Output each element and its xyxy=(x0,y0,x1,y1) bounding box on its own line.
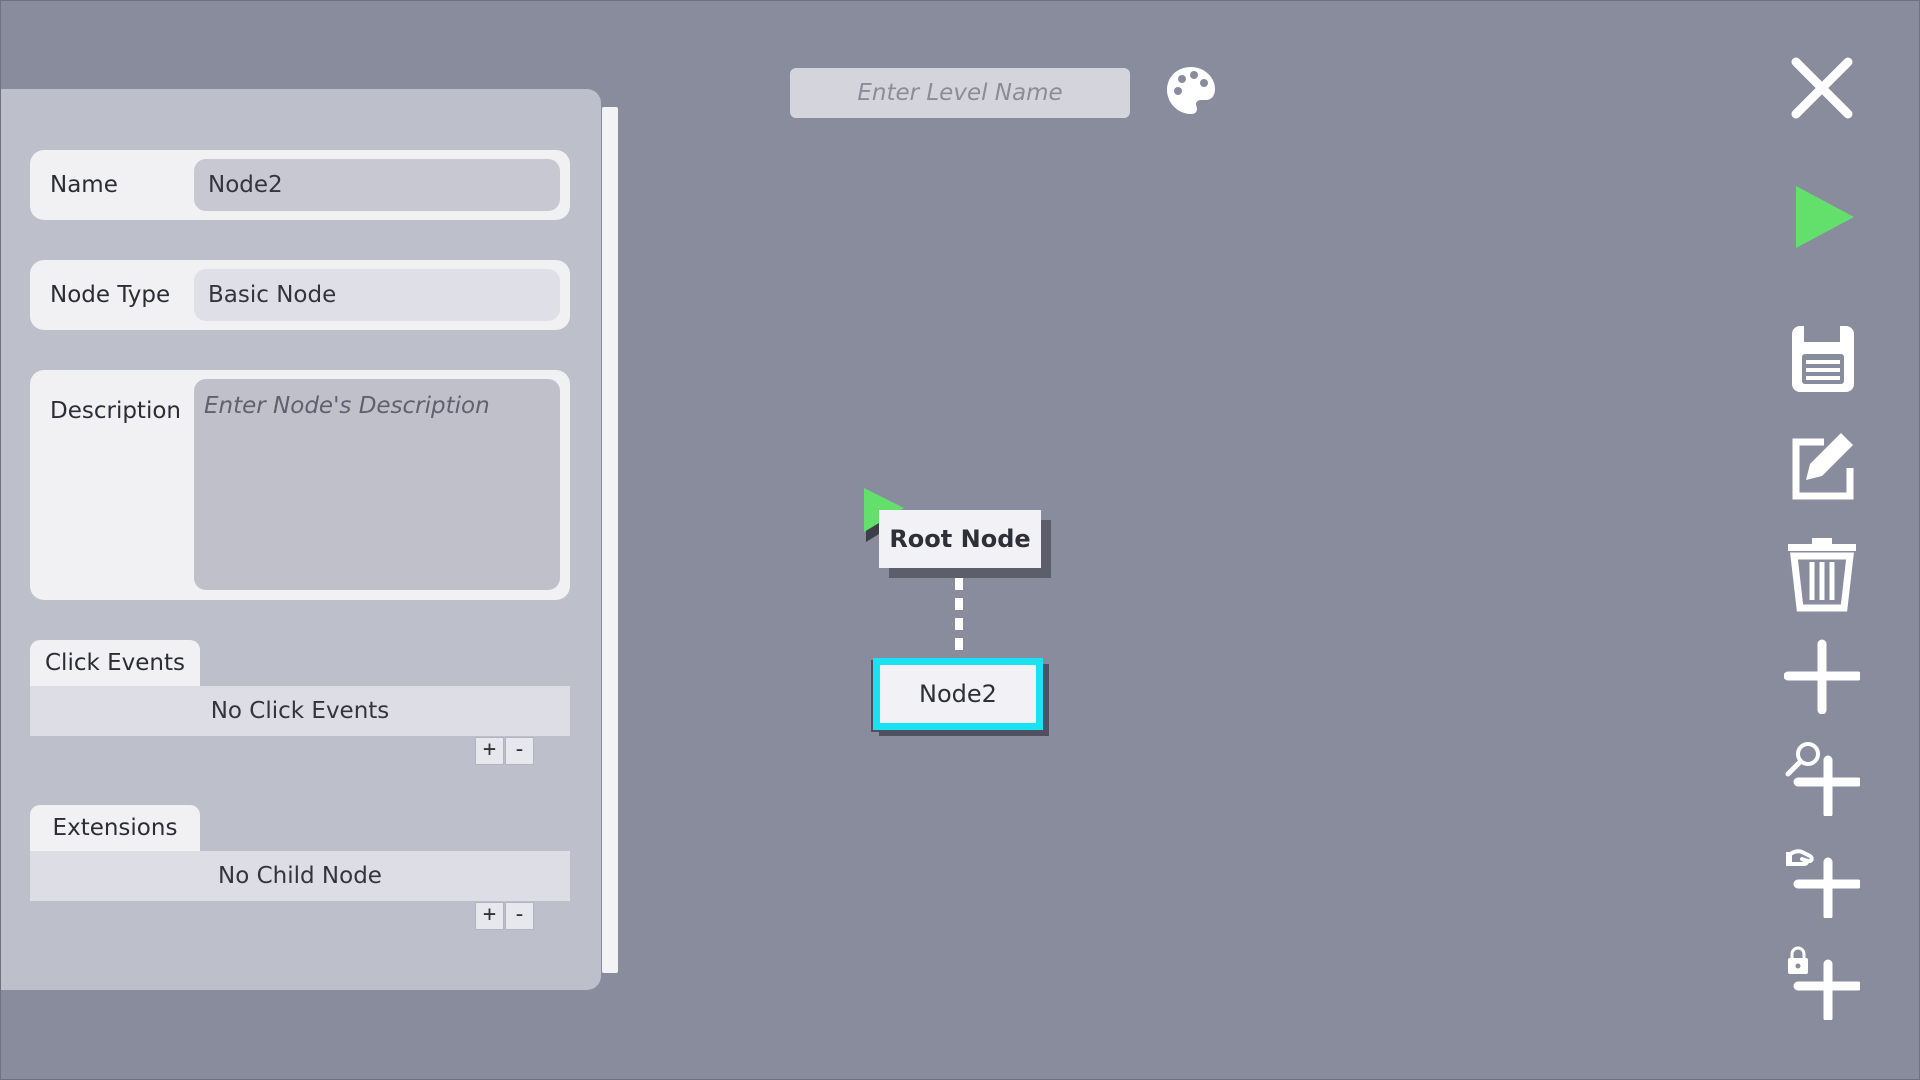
node-inspector-panel: Name Node2 Node Type Basic Node Descript… xyxy=(0,89,601,990)
play-icon[interactable] xyxy=(1784,180,1860,256)
description-row: Description Enter Node's Description xyxy=(30,370,570,600)
description-label: Description xyxy=(50,398,181,424)
selected-node[interactable]: Node2 xyxy=(873,658,1043,730)
trash-icon[interactable] xyxy=(1784,536,1860,612)
edit-icon[interactable] xyxy=(1784,428,1860,504)
description-textarea[interactable]: Enter Node's Description xyxy=(194,379,560,590)
root-node[interactable]: Root Node xyxy=(879,510,1041,568)
panel-scrollbar[interactable] xyxy=(602,107,618,973)
add-extension-button[interactable]: + xyxy=(475,902,504,930)
add-search-node-icon[interactable] xyxy=(1784,740,1860,816)
remove-click-event-button[interactable]: - xyxy=(505,737,534,765)
save-icon[interactable] xyxy=(1784,320,1860,396)
tab-click-events[interactable]: Click Events xyxy=(30,640,200,686)
node-connector xyxy=(955,578,963,654)
node-type-row: Node Type Basic Node xyxy=(30,260,570,330)
add-click-event-button[interactable]: + xyxy=(475,737,504,765)
extensions-list: No Child Node xyxy=(30,851,570,901)
name-row: Name Node2 xyxy=(30,150,570,220)
name-label: Name xyxy=(50,172,118,198)
add-node-icon[interactable] xyxy=(1784,638,1860,714)
level-name-input[interactable]: Enter Level Name xyxy=(790,68,1130,118)
node-type-select[interactable]: Basic Node xyxy=(194,269,560,321)
add-hand-node-icon[interactable] xyxy=(1784,842,1860,918)
node-type-label: Node Type xyxy=(50,282,171,308)
tab-extensions[interactable]: Extensions xyxy=(30,805,200,851)
add-lock-node-icon[interactable] xyxy=(1784,944,1860,1020)
palette-icon[interactable] xyxy=(1163,63,1219,119)
name-input[interactable]: Node2 xyxy=(194,159,560,211)
close-icon[interactable] xyxy=(1784,50,1860,126)
click-events-list: No Click Events xyxy=(30,686,570,736)
remove-extension-button[interactable]: - xyxy=(505,902,534,930)
